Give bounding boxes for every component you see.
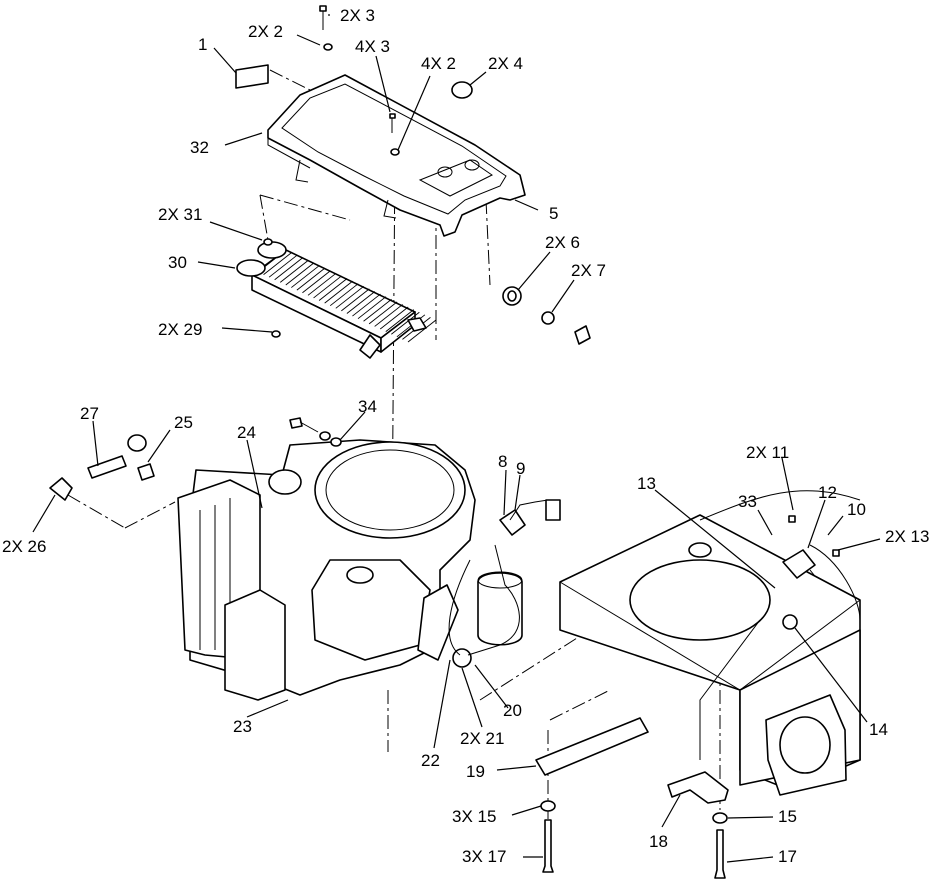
cooler-fin — [363, 298, 392, 322]
callout-2x31: 2X 31 — [158, 205, 202, 224]
callout-2x13: 2X 13 — [885, 527, 929, 546]
callout-27: 27 — [80, 404, 99, 423]
plug-part-4 — [451, 81, 473, 99]
grommet-part-6 — [502, 286, 591, 345]
callout-labels: 1 2X 2 2X 3 4X 3 4X 2 2X 4 32 5 2X 31 30… — [2, 6, 929, 866]
cooler-fin — [407, 319, 437, 343]
callout-25: 25 — [174, 413, 193, 432]
callout-12: 12 — [818, 483, 837, 502]
callout-4x2: 4X 2 — [421, 54, 456, 73]
callout-2x11: 2X 11 — [746, 443, 789, 462]
callout-30: 30 — [168, 253, 187, 272]
cooler-fin — [279, 260, 309, 283]
callout-9: 9 — [516, 459, 525, 478]
cooler-fin — [329, 283, 359, 307]
cooler-fin — [357, 296, 387, 320]
cooler-fin — [263, 252, 292, 275]
callout-14: 14 — [869, 720, 888, 739]
callout-17: 17 — [778, 847, 797, 866]
callout-2x3: 2X 3 — [340, 6, 375, 25]
cooler-fin — [391, 311, 420, 335]
screw-part-3 — [319, 5, 400, 156]
oil-fittings-parts-25-26-27 — [49, 434, 155, 501]
cooler-fin — [318, 278, 348, 301]
cooler-fin — [341, 288, 370, 312]
callout-20: 20 — [503, 701, 522, 720]
oil-cooler-part-30 — [236, 238, 437, 359]
callout-2x2: 2X 2 — [248, 22, 283, 41]
bolts-parts-15-17 — [540, 800, 728, 879]
callout-2x6: 2X 6 — [545, 233, 580, 252]
callout-2x29: 2X 29 — [158, 320, 202, 339]
mounting-frame — [559, 490, 861, 796]
callout-19: 19 — [466, 762, 485, 781]
cooler-fin — [368, 301, 398, 325]
callout-4x3: 4X 3 — [355, 37, 390, 56]
callout-2x7: 2X 7 — [571, 261, 606, 280]
callout-15: 15 — [778, 807, 797, 826]
decal-part-1 — [235, 64, 269, 89]
callout-22: 22 — [421, 751, 440, 770]
callout-34: 34 — [358, 397, 377, 416]
bracket-part-18 — [667, 771, 729, 804]
callout-1: 1 — [198, 35, 207, 54]
cooler-fin — [324, 280, 353, 304]
callout-3x17: 3X 17 — [462, 847, 506, 866]
cooler-fin — [274, 257, 303, 281]
leader-lines — [32, 14, 881, 863]
plate-part-19 — [535, 717, 649, 776]
callout-33: 33 — [738, 492, 757, 511]
cooler-fin — [374, 304, 403, 327]
cooler-fin — [291, 265, 320, 288]
callout-2x21: 2X 21 — [460, 729, 504, 748]
callout-23: 23 — [233, 717, 252, 736]
cooler-fin — [268, 254, 298, 278]
cooler-fin — [296, 267, 326, 291]
cooler-fin — [346, 291, 376, 314]
cooler-fin — [285, 262, 315, 286]
cooler-fin — [385, 309, 415, 332]
callout-24: 24 — [237, 423, 256, 442]
cooler-fin — [307, 272, 337, 296]
callout-18: 18 — [649, 832, 668, 851]
cooler-fin — [313, 275, 342, 299]
callout-3x15: 3X 15 — [452, 807, 496, 826]
cooler-fin — [335, 285, 365, 309]
cooler-fin — [379, 306, 409, 330]
callout-5: 5 — [549, 204, 558, 223]
callout-2x4: 2X 4 — [488, 54, 523, 73]
callout-13: 13 — [637, 474, 656, 493]
cooler-fin — [302, 270, 331, 294]
callout-8: 8 — [498, 452, 507, 471]
callout-32: 32 — [190, 138, 209, 157]
callout-10: 10 — [847, 500, 866, 519]
cooler-fin — [352, 293, 381, 317]
callout-2x26: 2X 26 — [2, 537, 46, 556]
